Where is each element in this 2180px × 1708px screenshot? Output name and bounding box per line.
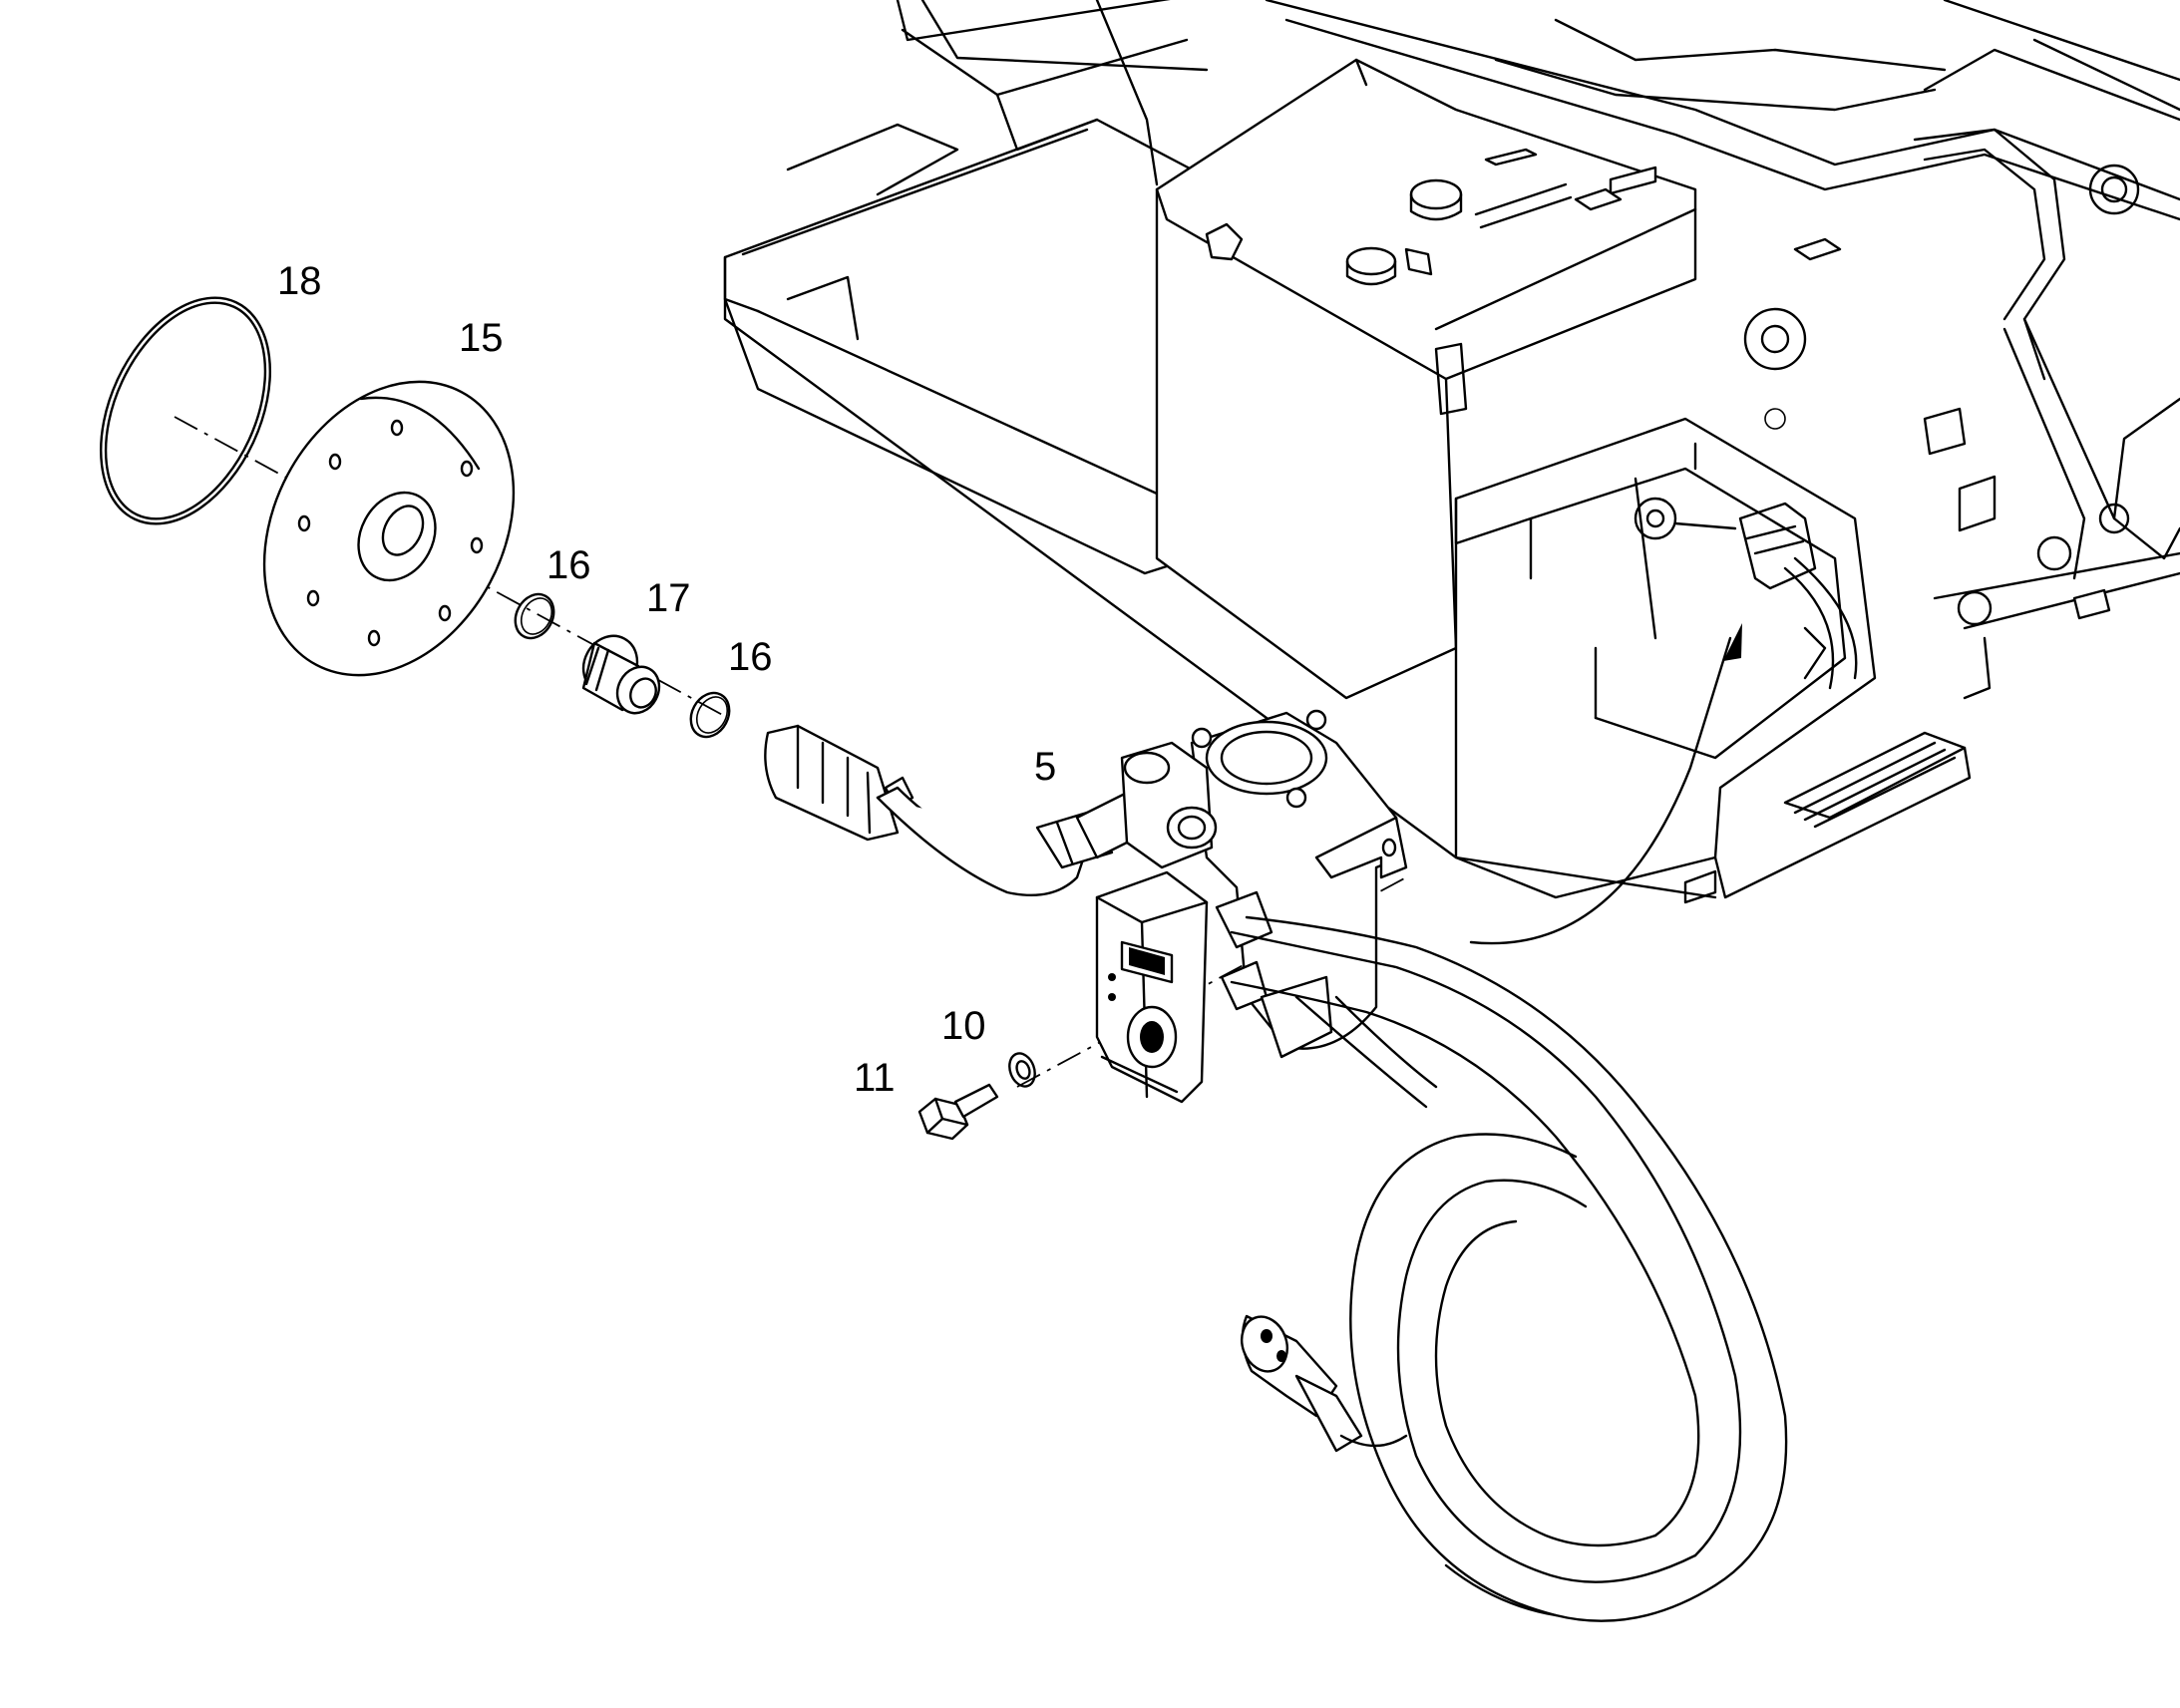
part-5-pump-unit <box>1095 709 1408 1104</box>
callout-16-lower: 16 <box>728 635 773 679</box>
part-16-oring-upper <box>514 592 555 640</box>
arrow-head <box>1723 623 1742 661</box>
part-15-flange-plate <box>262 380 516 677</box>
callout-16-upper: 16 <box>546 543 591 587</box>
callout-15: 15 <box>459 316 504 360</box>
delivery-hose-coil <box>1230 915 1788 1622</box>
callout-5: 5 <box>1034 745 1056 789</box>
part-16-oring-lower <box>689 691 731 739</box>
callout-11: 11 <box>854 1056 896 1100</box>
part-11-bolt <box>917 1083 999 1141</box>
leader-arrow <box>1469 636 1732 945</box>
part-17-adapter <box>581 634 661 715</box>
suction-fitting-hose <box>764 724 1169 896</box>
machine-frame <box>723 0 2180 904</box>
callout-10: 10 <box>941 1004 986 1048</box>
callout-17: 17 <box>646 576 691 620</box>
part-10-washer <box>1008 1052 1036 1088</box>
part-18-oring <box>99 296 272 525</box>
callout-18: 18 <box>277 259 322 303</box>
